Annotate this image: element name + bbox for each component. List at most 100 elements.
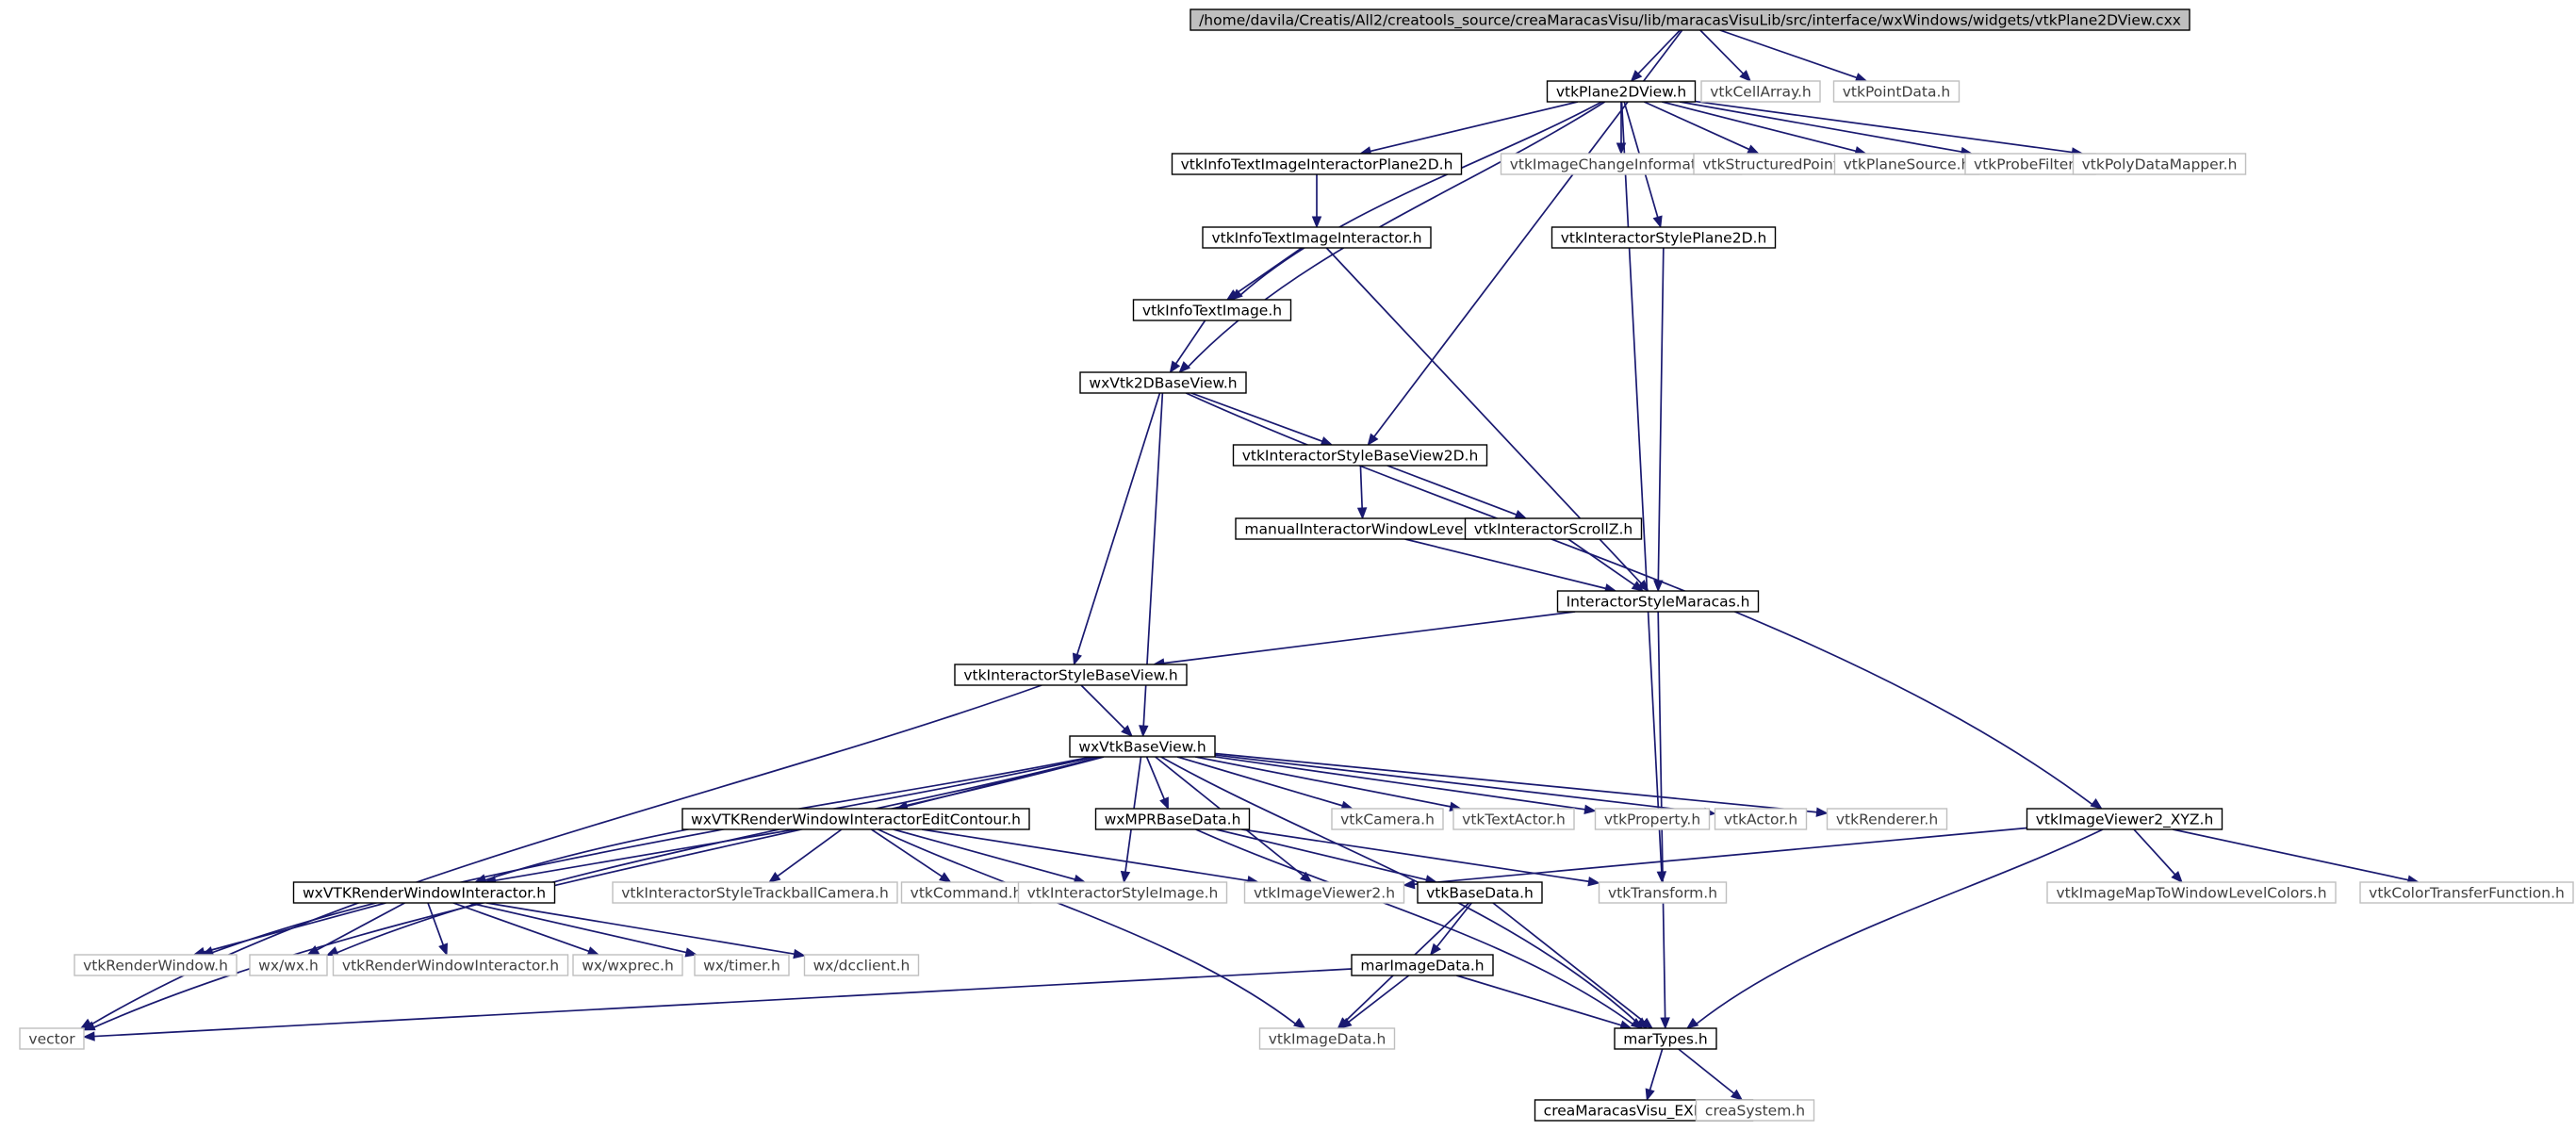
edge-viewer2xyz-to-maptowl [2133,828,2176,876]
node-rwiedit[interactable]: wxVTKRenderWindowInteractorEditContour.h [681,808,1030,830]
node-textactor[interactable]: vtkTextActor.h [1452,808,1575,830]
node-wxwx[interactable]: wx/wx.h [249,954,328,976]
node-structuredpoints[interactable]: vtkStructuredPoints.h [1693,153,1870,175]
node-ismaracas[interactable]: InteractorStyleMaracas.h [1556,590,1760,613]
node-probefilter[interactable]: vtkProbeFilter.h [1964,153,2096,175]
node-label: vtkImageData.h [1269,1031,1386,1048]
node-creasystem[interactable]: creaSystem.h [1695,1099,1815,1122]
node-wxvtkbase[interactable]: wxVtkBaseView.h [1069,735,1216,758]
node-infotextimage[interactable]: vtkInfoTextImage.h [1132,299,1292,321]
edge-wxvtkbase-to-actor [1214,754,1705,813]
node-renderer[interactable]: vtkRenderer.h [1826,808,1948,830]
arrowhead-martypes-to-export [1645,1088,1655,1102]
arrowhead-wxvtk2dbase-to-isbase2d [1320,436,1334,446]
node-wxtimer[interactable]: wx/timer.h [694,954,790,976]
node-box [954,664,1188,686]
edge-plane2d-to-structuredpoints [1643,101,1750,151]
node-camera[interactable]: vtkCamera.h [1331,808,1444,830]
node-planesource[interactable]: vtkPlaneSource.h [1833,153,1980,175]
edge-rwi-to-vtkrwi [427,902,445,945]
edge-wxvtkbase-to-renderer [1214,752,1817,813]
node-actor[interactable]: vtkActor.h [1714,808,1808,830]
node-renderwindow[interactable]: vtkRenderWindow.h [74,954,238,976]
node-wxprec[interactable]: wx/wxprec.h [572,954,683,976]
node-box [1556,590,1760,613]
edge-isbase2d-to-manualiwl [1359,465,1363,509]
edge-wxvtkbase-to-textactor [1195,756,1452,808]
node-isplane2d[interactable]: vtkInteractorStylePlane2D.h [1551,226,1777,249]
node-maptowl[interactable]: vtkImageMapToWindowLevelColors.h [2046,881,2337,904]
node-viewer2xyz[interactable]: vtkImageViewer2_XYZ.h [2026,808,2223,830]
node-martypes[interactable]: marTypes.h [1614,1027,1717,1050]
edge-viewer2xyz-to-ctf [2173,828,2409,881]
node-scrollz[interactable]: vtkInteractorScrollZ.h [1464,517,1643,540]
node-isbase2d[interactable]: vtkInteractorStyleBaseView2D.h [1232,444,1488,467]
node-vtkbasedata[interactable]: vtkBaseData.h [1417,881,1543,904]
node-pointdata[interactable]: vtkPointData.h [1832,80,1961,103]
node-polydatamapper[interactable]: vtkPolyDataMapper.h [2072,153,2247,175]
edge-rwiedit-to-viewer2 [921,828,1249,882]
node-box [1094,808,1251,830]
arrowhead-marimagedata-to-vector [82,1031,95,1041]
arrowhead-mprbase-to-transform [1587,876,1600,887]
node-box [74,954,238,976]
edge-wxvtk2dbase-to-isbaseview [1075,392,1161,655]
node-istrackball[interactable]: vtkInteractorStyleTrackballCamera.h [612,881,898,904]
arrowhead-rwiedit-to-istrackball [768,871,781,883]
node-label: vtkRenderer.h [1836,811,1938,828]
node-box [1243,881,1405,904]
node-label: vtkRenderWindowInteractor.h [342,958,559,975]
node-vector[interactable]: vector [19,1027,85,1050]
node-box [1614,1027,1717,1050]
node-box [694,954,790,976]
node-label: marTypes.h [1623,1031,1707,1048]
node-label: creaMaracasVisu_EXPORT.h [1544,1103,1745,1121]
node-manualiwl[interactable]: manualInteractorWindowLevel.h [1235,517,1491,540]
arrowhead-rwiedit-to-imagedata [1293,1017,1306,1029]
node-infotextiip2d[interactable]: vtkInfoTextImageInteractorPlane2D.h [1171,153,1463,175]
node-property[interactable]: vtkProperty.h [1594,808,1711,830]
arrowhead-infotextiip2d-to-infotextii [1311,216,1322,229]
node-label: vtkProperty.h [1604,811,1700,828]
node-box [1079,371,1247,394]
node-rwi[interactable]: wxVTKRenderWindowInteractor.h [292,881,556,904]
node-wxvtk2dbase[interactable]: wxVtk2DBaseView.h [1079,371,1247,394]
node-root[interactable]: /home/davila/Creatis/All2/creatools_sour… [1190,8,2190,31]
node-isbaseview[interactable]: vtkInteractorStyleBaseView.h [954,664,1188,686]
arrowhead-wxvtk2dbase-to-wxvtkbase [1139,725,1149,738]
edge-rwiedit-to-isimage [893,828,1075,880]
arrowhead-rwi-to-vtkrwi [438,942,448,957]
node-command[interactable]: vtkCommand.h [900,881,1032,904]
arrowhead-plane2d-to-transform [1656,871,1667,884]
node-label: vtkInteractorScrollZ.h [1474,521,1633,538]
node-label: vtkPlaneSource.h [1844,156,1971,173]
nodes-layer: /home/davila/Creatis/All2/creatools_sour… [19,8,2574,1122]
edge-plane2d-to-probefilter [1679,101,1962,153]
node-imagedata[interactable]: vtkImageData.h [1258,1027,1396,1050]
arrowhead-isbaseview-to-wxvtkbase [1121,725,1133,737]
node-marimagedata[interactable]: marImageData.h [1351,954,1494,976]
node-dcclient[interactable]: wx/dcclient.h [803,954,920,976]
node-imagechangeinfo[interactable]: vtkImageChangeInformation.h [1500,153,1743,175]
node-cellarray[interactable]: vtkCellArray.h [1700,80,1821,103]
node-plane2d[interactable]: vtkPlane2DView.h [1546,80,1697,103]
node-mprbase[interactable]: wxMPRBaseData.h [1094,808,1251,830]
node-vtkrwi[interactable]: vtkRenderWindowInteractor.h [332,954,569,976]
edge-viewer2xyz-to-viewer2 [1414,827,2027,886]
edge-rwi-to-wxprec [452,902,590,953]
node-label: vtkTransform.h [1608,885,1717,902]
node-label: vtkCellArray.h [1710,84,1812,101]
arrowhead-viewer2xyz-to-maptowl [2171,870,2183,883]
node-ctf[interactable]: vtkColorTransferFunction.h [2359,881,2574,904]
node-viewer2[interactable]: vtkImageViewer2.h [1243,881,1405,904]
node-label: vtkProbeFilter.h [1974,156,2087,173]
edge-viewer2xyz-to-martypes [1696,828,2104,1024]
arrowhead-infotextii-to-infotextimage [1225,289,1239,301]
node-label: wxVtk2DBaseView.h [1089,375,1237,392]
node-isimage[interactable]: vtkInteractorStyleImage.h [1017,881,1228,904]
node-transform[interactable]: vtkTransform.h [1598,881,1728,904]
node-box [1202,226,1432,249]
node-infotextii[interactable]: vtkInfoTextImageInteractor.h [1202,226,1432,249]
node-box [332,954,569,976]
